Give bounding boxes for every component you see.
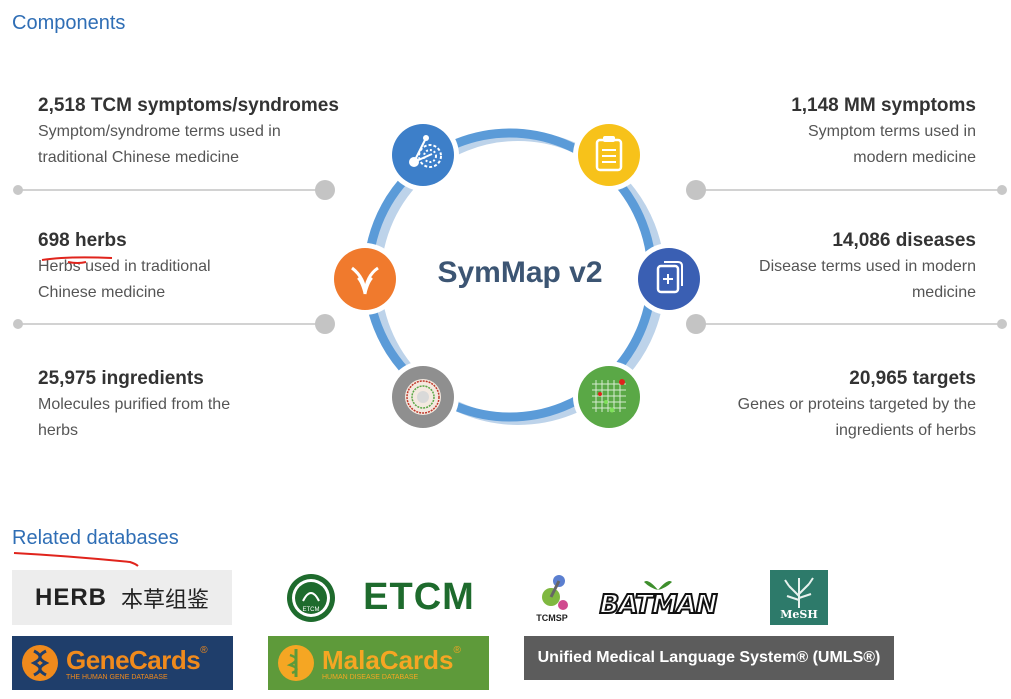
- connector-line: [696, 189, 1002, 191]
- herbs-heading: 698 herbs: [38, 230, 127, 251]
- targets-block: 20,965 targets Genes or proteins targete…: [716, 366, 976, 444]
- components-title: Components: [12, 12, 126, 34]
- diseases-desc: Disease terms used in modern medicine: [759, 258, 976, 301]
- etcm-emblem-text: ETCM: [303, 607, 320, 613]
- mm-symptoms-desc: Symptom terms used in modern medicine: [807, 123, 976, 166]
- connector-dot: [997, 185, 1007, 195]
- connector-dot: [686, 180, 706, 200]
- etcm-logo-label: ETCM: [363, 576, 475, 618]
- malacards-reg-mark: ®: [453, 645, 461, 656]
- umls-logo-label: Unified Medical Language System® (UMLS®): [537, 649, 881, 666]
- connector-line: [18, 189, 324, 191]
- malacards-logo-label-a: Mala: [322, 645, 380, 675]
- connector-line: [18, 323, 324, 325]
- connector-line: [696, 323, 1002, 325]
- ingredients-heading: 25,975 ingredients: [38, 368, 204, 389]
- genecards-reg-mark: ®: [200, 645, 208, 656]
- annotation-underline: [13, 552, 139, 567]
- tcmsp-molecule-icon: [542, 574, 568, 610]
- related-databases-title: Related databases: [12, 527, 179, 549]
- malacards-caduceus-icon: [278, 645, 314, 681]
- etcm-emblem-icon: ETCM: [287, 573, 336, 622]
- diseases-heading: 14,086 diseases: [832, 230, 976, 251]
- diseases-block: 14,086 diseases Disease terms used in mo…: [756, 228, 976, 306]
- herb-leaf-icon: [334, 248, 396, 310]
- genecards-dna-icon: [22, 645, 58, 681]
- connector-dot: [315, 180, 335, 200]
- herb-logo-label: HERB: [34, 583, 107, 611]
- tcm-symptoms-block: 2,518 TCM symptoms/syndromes Symptom/syn…: [38, 93, 339, 171]
- connector-dot: [13, 319, 23, 329]
- genecards-subtitle: THE HUMAN GENE DATABASE: [66, 674, 168, 681]
- connector-dot: [686, 314, 706, 334]
- tcmsp-logo-label: TCMSP: [536, 612, 568, 623]
- batman-database-logo[interactable]: BATMAN: [599, 570, 718, 625]
- herb-database-logo[interactable]: HERB 本草组鉴: [12, 570, 232, 625]
- connector-dot: [315, 314, 335, 334]
- genecards-database-logo[interactable]: GeneCards ® THE HUMAN GENE DATABASE: [12, 636, 233, 690]
- connector-dot: [997, 319, 1007, 329]
- clipboard-list-icon: [578, 124, 640, 186]
- batman-logo-label: BATMAN: [599, 589, 719, 621]
- center-title: SymMap v2: [437, 256, 603, 289]
- malacards-database-logo[interactable]: Mala Cards ® HUMAN DISEASE DATABASE: [268, 636, 489, 690]
- malacards-subtitle: HUMAN DISEASE DATABASE: [322, 674, 419, 681]
- tcm-symptoms-heading: 2,518 TCM symptoms/syndromes: [38, 95, 339, 116]
- annotation-underline: [41, 256, 113, 264]
- targets-heading: 20,965 targets: [849, 368, 976, 389]
- umls-database-logo[interactable]: Unified Medical Language System® (UMLS®): [524, 636, 894, 680]
- ingredients-block: 25,975 ingredients Molecules purified fr…: [38, 366, 258, 444]
- ingredients-desc: Molecules purified from the herbs: [38, 396, 231, 439]
- connector-dot: [13, 185, 23, 195]
- mesh-database-logo[interactable]: MeSH: [770, 570, 828, 625]
- network-icon: [392, 124, 454, 186]
- medical-record-icon: [638, 248, 700, 310]
- targets-desc: Genes or proteins targeted by the ingred…: [737, 396, 976, 439]
- batman-leaf-icon: [644, 580, 672, 590]
- herb-logo-cn: 本草组鉴: [121, 587, 210, 613]
- tcmsp-database-logo[interactable]: TCMSP: [524, 570, 580, 625]
- genecards-logo-label: GeneCards: [66, 645, 201, 675]
- mm-symptoms-heading: 1,148 MM symptoms: [791, 95, 976, 116]
- tcm-symptoms-desc: Symptom/syndrome terms used in tradition…: [38, 123, 281, 166]
- mm-symptoms-block: 1,148 MM symptoms Symptom terms used in …: [756, 93, 976, 171]
- mesh-logo-label: MeSH: [780, 608, 818, 621]
- malacards-logo-label-b: Cards: [379, 645, 454, 675]
- molecule-circle-icon: [392, 366, 454, 428]
- mesh-tree-icon: [784, 577, 814, 608]
- grid-chart-icon: [578, 366, 640, 428]
- etcm-database-logo[interactable]: ETCM ETCM: [270, 570, 488, 625]
